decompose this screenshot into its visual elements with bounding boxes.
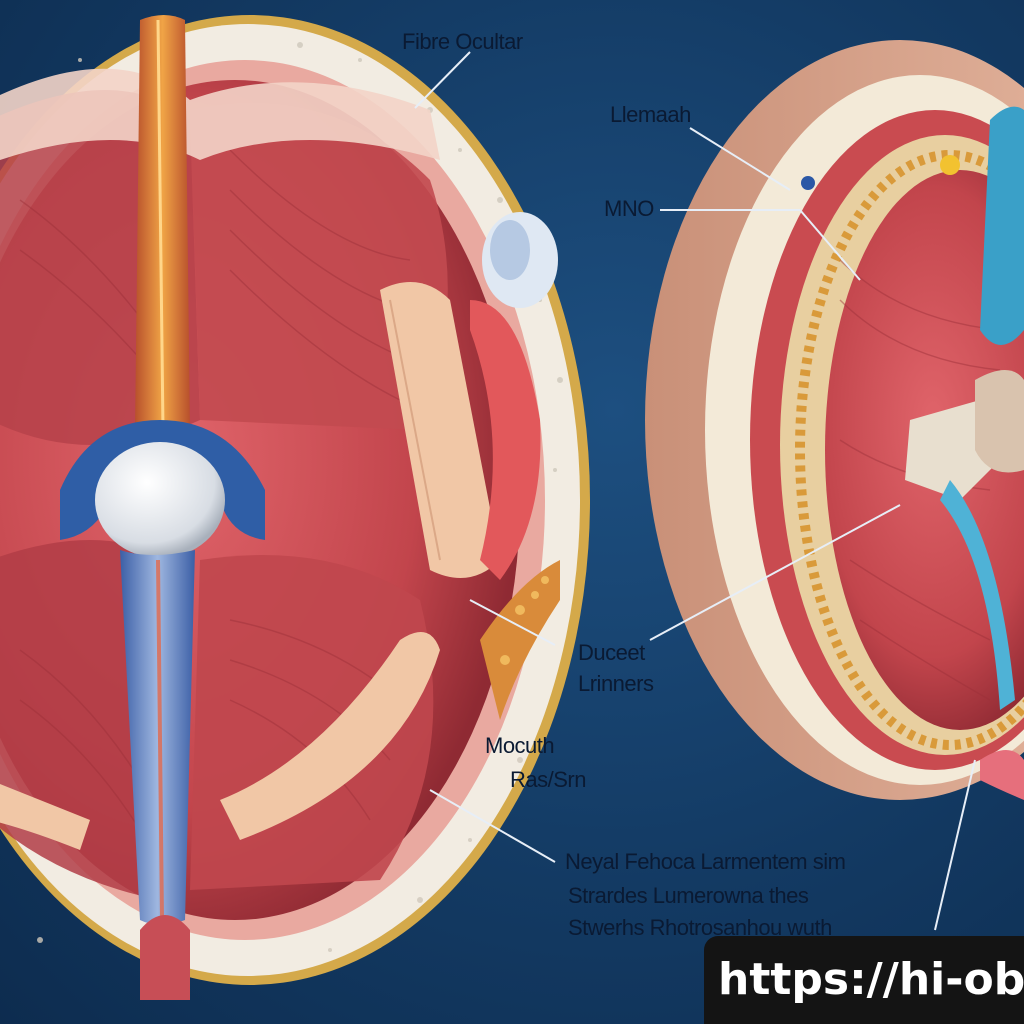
- left-cross-section: [0, 15, 590, 1000]
- leader-lines: [414, 51, 976, 931]
- label-mid-right-2: Lrinners: [578, 671, 654, 696]
- label-lower-1: Mocuth: [485, 733, 555, 758]
- label-upper-right: Llemaah: [610, 102, 691, 127]
- watermark-url: https://hi-ob: [704, 936, 1024, 1024]
- right-cross-section: [645, 40, 1024, 800]
- label-mid-right-1: Duceet: [578, 640, 645, 665]
- label-mno: MNO: [604, 196, 654, 221]
- label-bottom-1: Neyal Fehoca Larmentem sim: [565, 849, 846, 874]
- label-top: Fibre Ocultar: [402, 29, 523, 54]
- label-lower-2: Ras/Srn: [510, 767, 586, 792]
- label-bottom-3: Stwerhs Rhotrosanhou wuth: [568, 915, 832, 940]
- label-bottom-2: Strardes Lumerowna thes: [568, 883, 809, 908]
